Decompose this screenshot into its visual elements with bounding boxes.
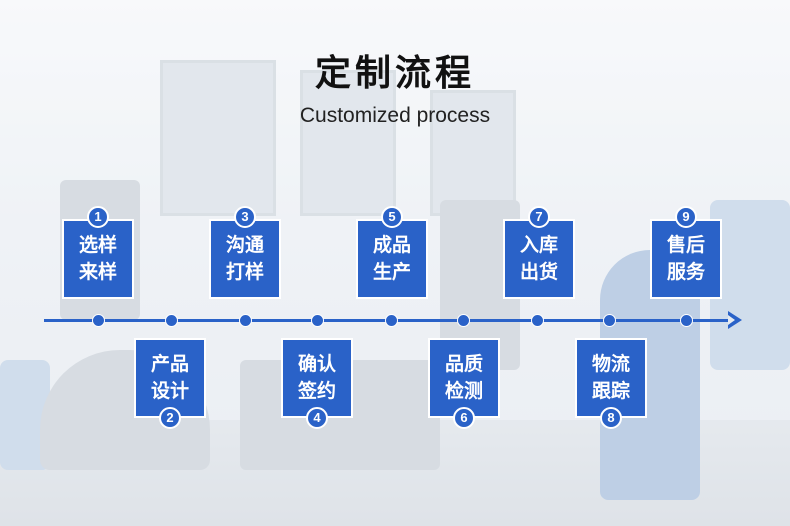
step-card-6: 品质 检测 xyxy=(428,338,500,418)
step-label-line2: 签约 xyxy=(297,380,336,402)
page-title: 定制流程 xyxy=(314,53,475,94)
step-number-badge-1: 1 xyxy=(87,206,109,228)
step-card-4: 确认 签约 xyxy=(281,338,353,418)
step-number-badge-7: 7 xyxy=(528,206,550,228)
step-number-badge-2: 2 xyxy=(159,407,181,429)
step-number-badge-8: 8 xyxy=(600,407,622,429)
step-label-line1: 售后 xyxy=(666,234,705,256)
step-number-badge-4: 4 xyxy=(306,407,328,429)
page-subtitle: Customized process xyxy=(299,104,491,127)
step-label-line1: 确认 xyxy=(297,353,336,375)
step-number-badge-5: 5 xyxy=(381,206,403,228)
step-label-line1: 成品 xyxy=(372,234,411,256)
step-label-line1: 物流 xyxy=(591,353,630,375)
step-card-7: 入库 出货 xyxy=(503,219,575,299)
step-number-badge-6: 6 xyxy=(453,407,475,429)
step-label-line2: 服务 xyxy=(666,261,705,283)
step-card-2: 产品 设计 xyxy=(134,338,206,418)
step-number-badge-9: 9 xyxy=(675,206,697,228)
step-label-line2: 出货 xyxy=(519,261,558,283)
timeline-dot-6 xyxy=(457,314,470,327)
step-card-9: 售后 服务 xyxy=(650,219,722,299)
step-label-line1: 沟通 xyxy=(225,234,264,256)
step-card-3: 沟通 打样 xyxy=(209,219,281,299)
step-card-8: 物流 跟踪 xyxy=(575,338,647,418)
step-label-line1: 产品 xyxy=(150,353,189,375)
step-card-1: 选样 来样 xyxy=(62,219,134,299)
step-label-line1: 品质 xyxy=(444,353,483,375)
step-label-line2: 生产 xyxy=(372,261,411,283)
step-number-badge-3: 3 xyxy=(234,206,256,228)
step-label-line1: 选样 xyxy=(78,234,117,256)
step-label-line2: 打样 xyxy=(225,261,264,283)
timeline-dot-3 xyxy=(239,314,252,327)
step-label-line2: 跟踪 xyxy=(591,380,630,402)
timeline-dot-1 xyxy=(92,314,105,327)
step-label-line1: 入库 xyxy=(519,234,558,256)
step-label-line2: 设计 xyxy=(150,380,189,402)
timeline-dot-7 xyxy=(531,314,544,327)
timeline-dot-8 xyxy=(603,314,616,327)
step-card-5: 成品 生产 xyxy=(356,219,428,299)
timeline-dot-4 xyxy=(311,314,324,327)
timeline-dot-9 xyxy=(680,314,693,327)
timeline-dot-5 xyxy=(385,314,398,327)
step-label-line2: 来样 xyxy=(78,261,117,283)
timeline-dot-2 xyxy=(165,314,178,327)
step-label-line2: 检测 xyxy=(444,380,483,402)
